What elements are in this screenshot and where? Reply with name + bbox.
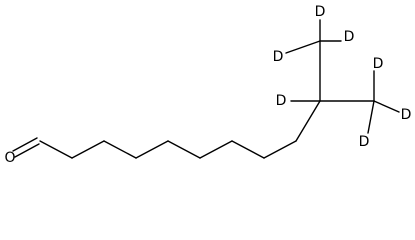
- chemical-structure: O D D D D D D D: [4, 4, 412, 166]
- carbon-chain: [39, 100, 321, 159]
- bond-chain-1: [39, 140, 73, 159]
- right-cd3-bonds: [367, 70, 400, 134]
- bond-chain-6: [199, 140, 233, 159]
- atom-label-deuterium: D: [315, 4, 326, 20]
- atom-label-deuterium: D: [276, 93, 287, 109]
- bond-chain-2: [71, 140, 105, 159]
- bond-upper-d-left: [285, 40, 321, 54]
- bond-chain-8: [263, 140, 297, 159]
- bond-chain-4: [135, 140, 169, 159]
- atom-label-deuterium: D: [344, 29, 355, 45]
- atom-label-deuterium: D: [359, 134, 370, 150]
- bond-right-d-bottom: [367, 100, 375, 134]
- atom-label-deuterium: D: [273, 49, 284, 65]
- atom-label-deuterium: D: [373, 56, 384, 72]
- branch-bonds: [290, 40, 375, 102]
- bond-chain-9: [295, 100, 321, 142]
- upper-cd3-bonds: [285, 19, 342, 54]
- atom-label-deuterium: D: [401, 107, 412, 123]
- bond-chain-3: [103, 140, 137, 159]
- bond-chain-5: [167, 140, 201, 159]
- bond-co-1: [14, 143, 40, 158]
- carbonyl-double-bond: [12, 137, 40, 158]
- bond-right-d-right: [373, 100, 400, 113]
- bond-chain-7: [231, 140, 265, 159]
- bond-co-2: [12, 137, 38, 152]
- atom-label-oxygen: O: [4, 150, 15, 166]
